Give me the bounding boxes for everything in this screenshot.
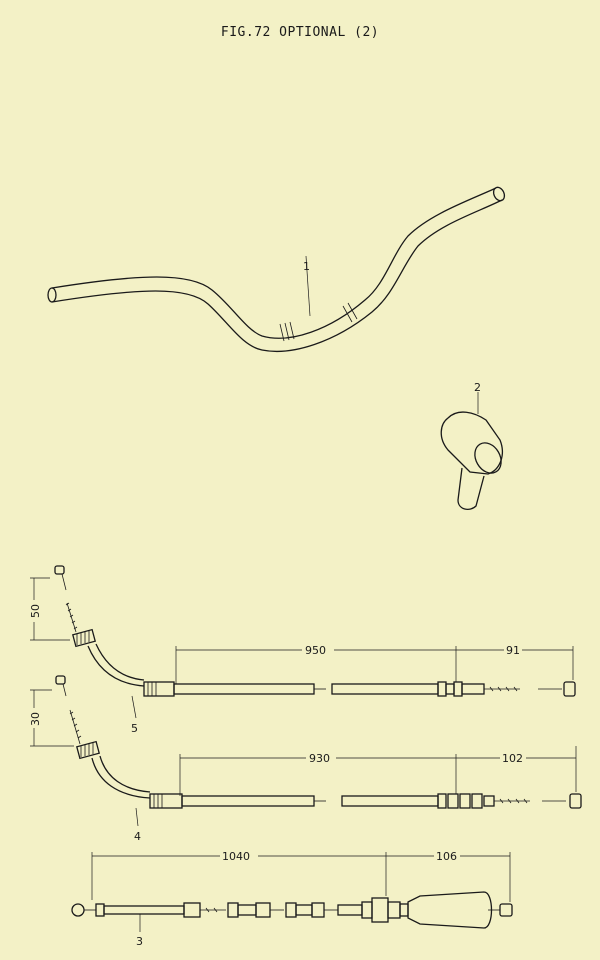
callout-2: 2 (474, 381, 481, 394)
dim-106: 106 (436, 850, 457, 863)
dim-930: 930 (309, 752, 330, 765)
dim-30: 30 (29, 712, 42, 726)
cable-5 (54, 565, 576, 697)
callout-4: 4 (134, 830, 141, 843)
dim-50: 50 (29, 604, 42, 618)
handlebar (47, 186, 506, 353)
leader-5 (131, 695, 137, 719)
grip (440, 411, 503, 511)
callout-1: 1 (303, 260, 310, 273)
callout-3: 3 (136, 935, 143, 948)
dim-950: 950 (305, 644, 326, 657)
dim-102: 102 (502, 752, 523, 765)
cable-3 (71, 891, 513, 929)
dim-1040: 1040 (222, 850, 250, 863)
leader-1 (305, 255, 311, 317)
dim-91: 91 (506, 644, 520, 657)
figure-title: FIG.72 OPTIONAL (2) (220, 25, 380, 40)
leader-4 (135, 807, 139, 827)
callout-5: 5 (131, 722, 138, 735)
cable-4 (55, 675, 582, 809)
